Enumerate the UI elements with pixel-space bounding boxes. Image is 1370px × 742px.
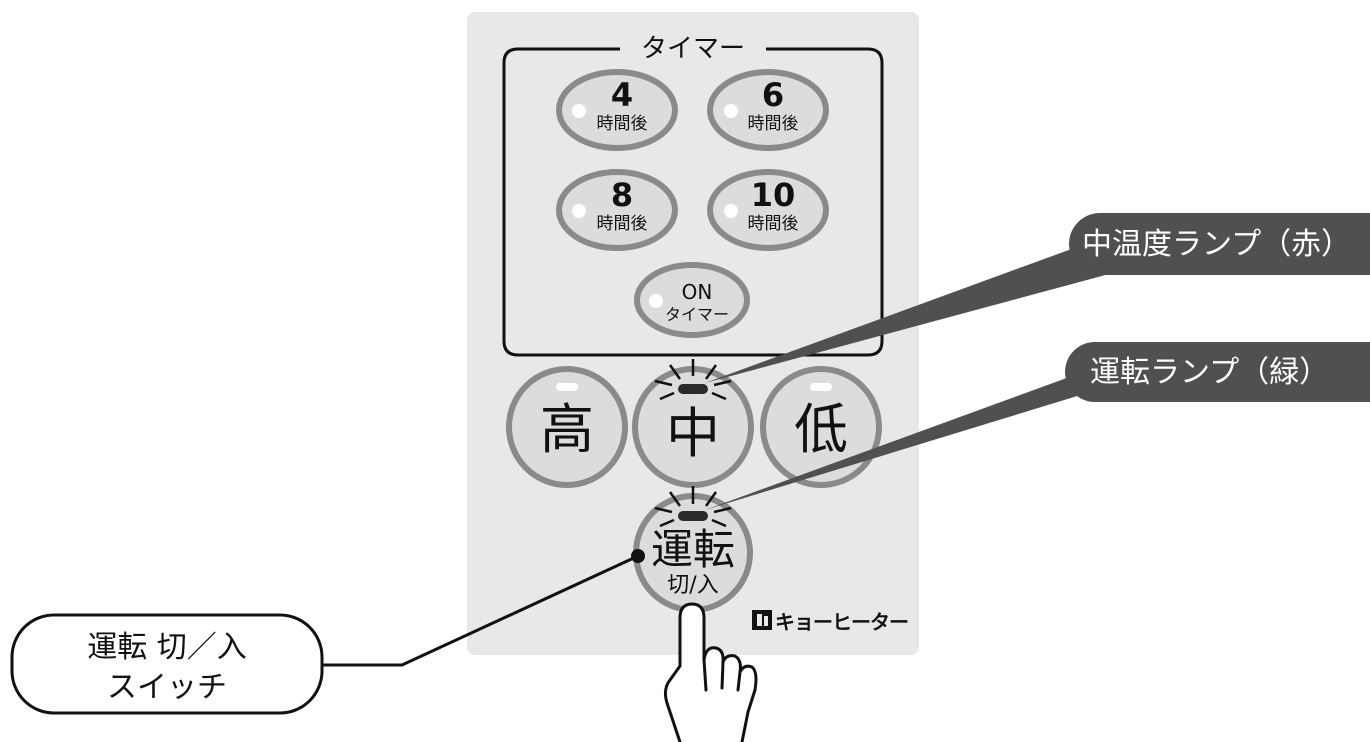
- run-lamp-callout-pointer: [705, 364, 1110, 510]
- timer-6h-unit: 時間後: [748, 114, 799, 134]
- timer-lamp-6h: [724, 104, 738, 118]
- mid-lamp-callout: 中温度ランプ（赤）: [1069, 213, 1370, 275]
- timer-lamp-4h: [572, 104, 586, 118]
- mid-temp-label: 中: [666, 402, 720, 465]
- mid-lamp-callout-text: 中温度ランプ（赤）: [1082, 227, 1351, 262]
- timer-lamp-8h: [572, 204, 586, 218]
- mid-temp-lamp: [678, 384, 708, 394]
- timer-8h-unit: 時間後: [597, 214, 648, 234]
- timer-10h-number: 10: [751, 176, 796, 214]
- high-lamp: [556, 383, 578, 391]
- run-lamp-callout: 運転ランプ（緑）: [1065, 342, 1370, 402]
- on-timer-bottom: タイマー: [665, 305, 729, 324]
- low-temp-button[interactable]: 低: [760, 366, 882, 488]
- timer-button-10h[interactable]: 10 時間後: [707, 169, 829, 251]
- timer-8h-number: 8: [611, 176, 633, 214]
- run-lamp: [678, 511, 708, 521]
- timer-group-label: タイマー: [641, 34, 745, 64]
- timer-6h-number: 6: [762, 76, 784, 114]
- power-switch-leader-line: [323, 554, 639, 667]
- timer-lamp-10h: [724, 204, 738, 218]
- timer-group: タイマー: [502, 34, 884, 357]
- low-temp-label: 低: [794, 398, 848, 461]
- power-switch-callout-line1: 運転 切／入: [87, 630, 247, 665]
- pointing-hand-icon: [663, 602, 758, 742]
- power-switch-leader-dot: [631, 549, 645, 563]
- high-temp-label: 高: [540, 398, 594, 461]
- on-timer-button[interactable]: ON タイマー: [634, 262, 750, 338]
- timer-10h-unit: 時間後: [748, 214, 799, 234]
- run-lamp-callout-text: 運転ランプ（緑）: [1090, 355, 1329, 390]
- on-timer-lamp: [649, 294, 663, 308]
- power-button-main: 運転: [651, 525, 735, 574]
- low-lamp: [810, 383, 832, 391]
- power-button-sub: 切/入: [667, 573, 718, 598]
- timer-button-8h[interactable]: 8 時間後: [556, 169, 678, 251]
- timer-4h-number: 4: [611, 76, 633, 114]
- power-switch-callout-line2: スイッチ: [107, 670, 227, 705]
- brand-logo: キョーヒーター: [752, 610, 909, 634]
- timer-4h-unit: 時間後: [597, 114, 648, 134]
- run-lamp-glow-icon: [654, 486, 732, 528]
- kyo-heater-logo-icon: [752, 610, 772, 630]
- high-temp-button[interactable]: 高: [506, 366, 628, 488]
- timer-button-6h[interactable]: 6 時間後: [707, 69, 829, 151]
- on-timer-top: ON: [682, 280, 713, 304]
- mid-lamp-glow-icon: [654, 359, 732, 401]
- timer-button-4h[interactable]: 4 時間後: [556, 69, 678, 151]
- brand-logo-text: キョーヒーター: [775, 610, 908, 634]
- power-switch-callout: 運転 切／入 スイッチ: [10, 613, 324, 715]
- mid-lamp-callout-pointer: [705, 232, 1124, 383]
